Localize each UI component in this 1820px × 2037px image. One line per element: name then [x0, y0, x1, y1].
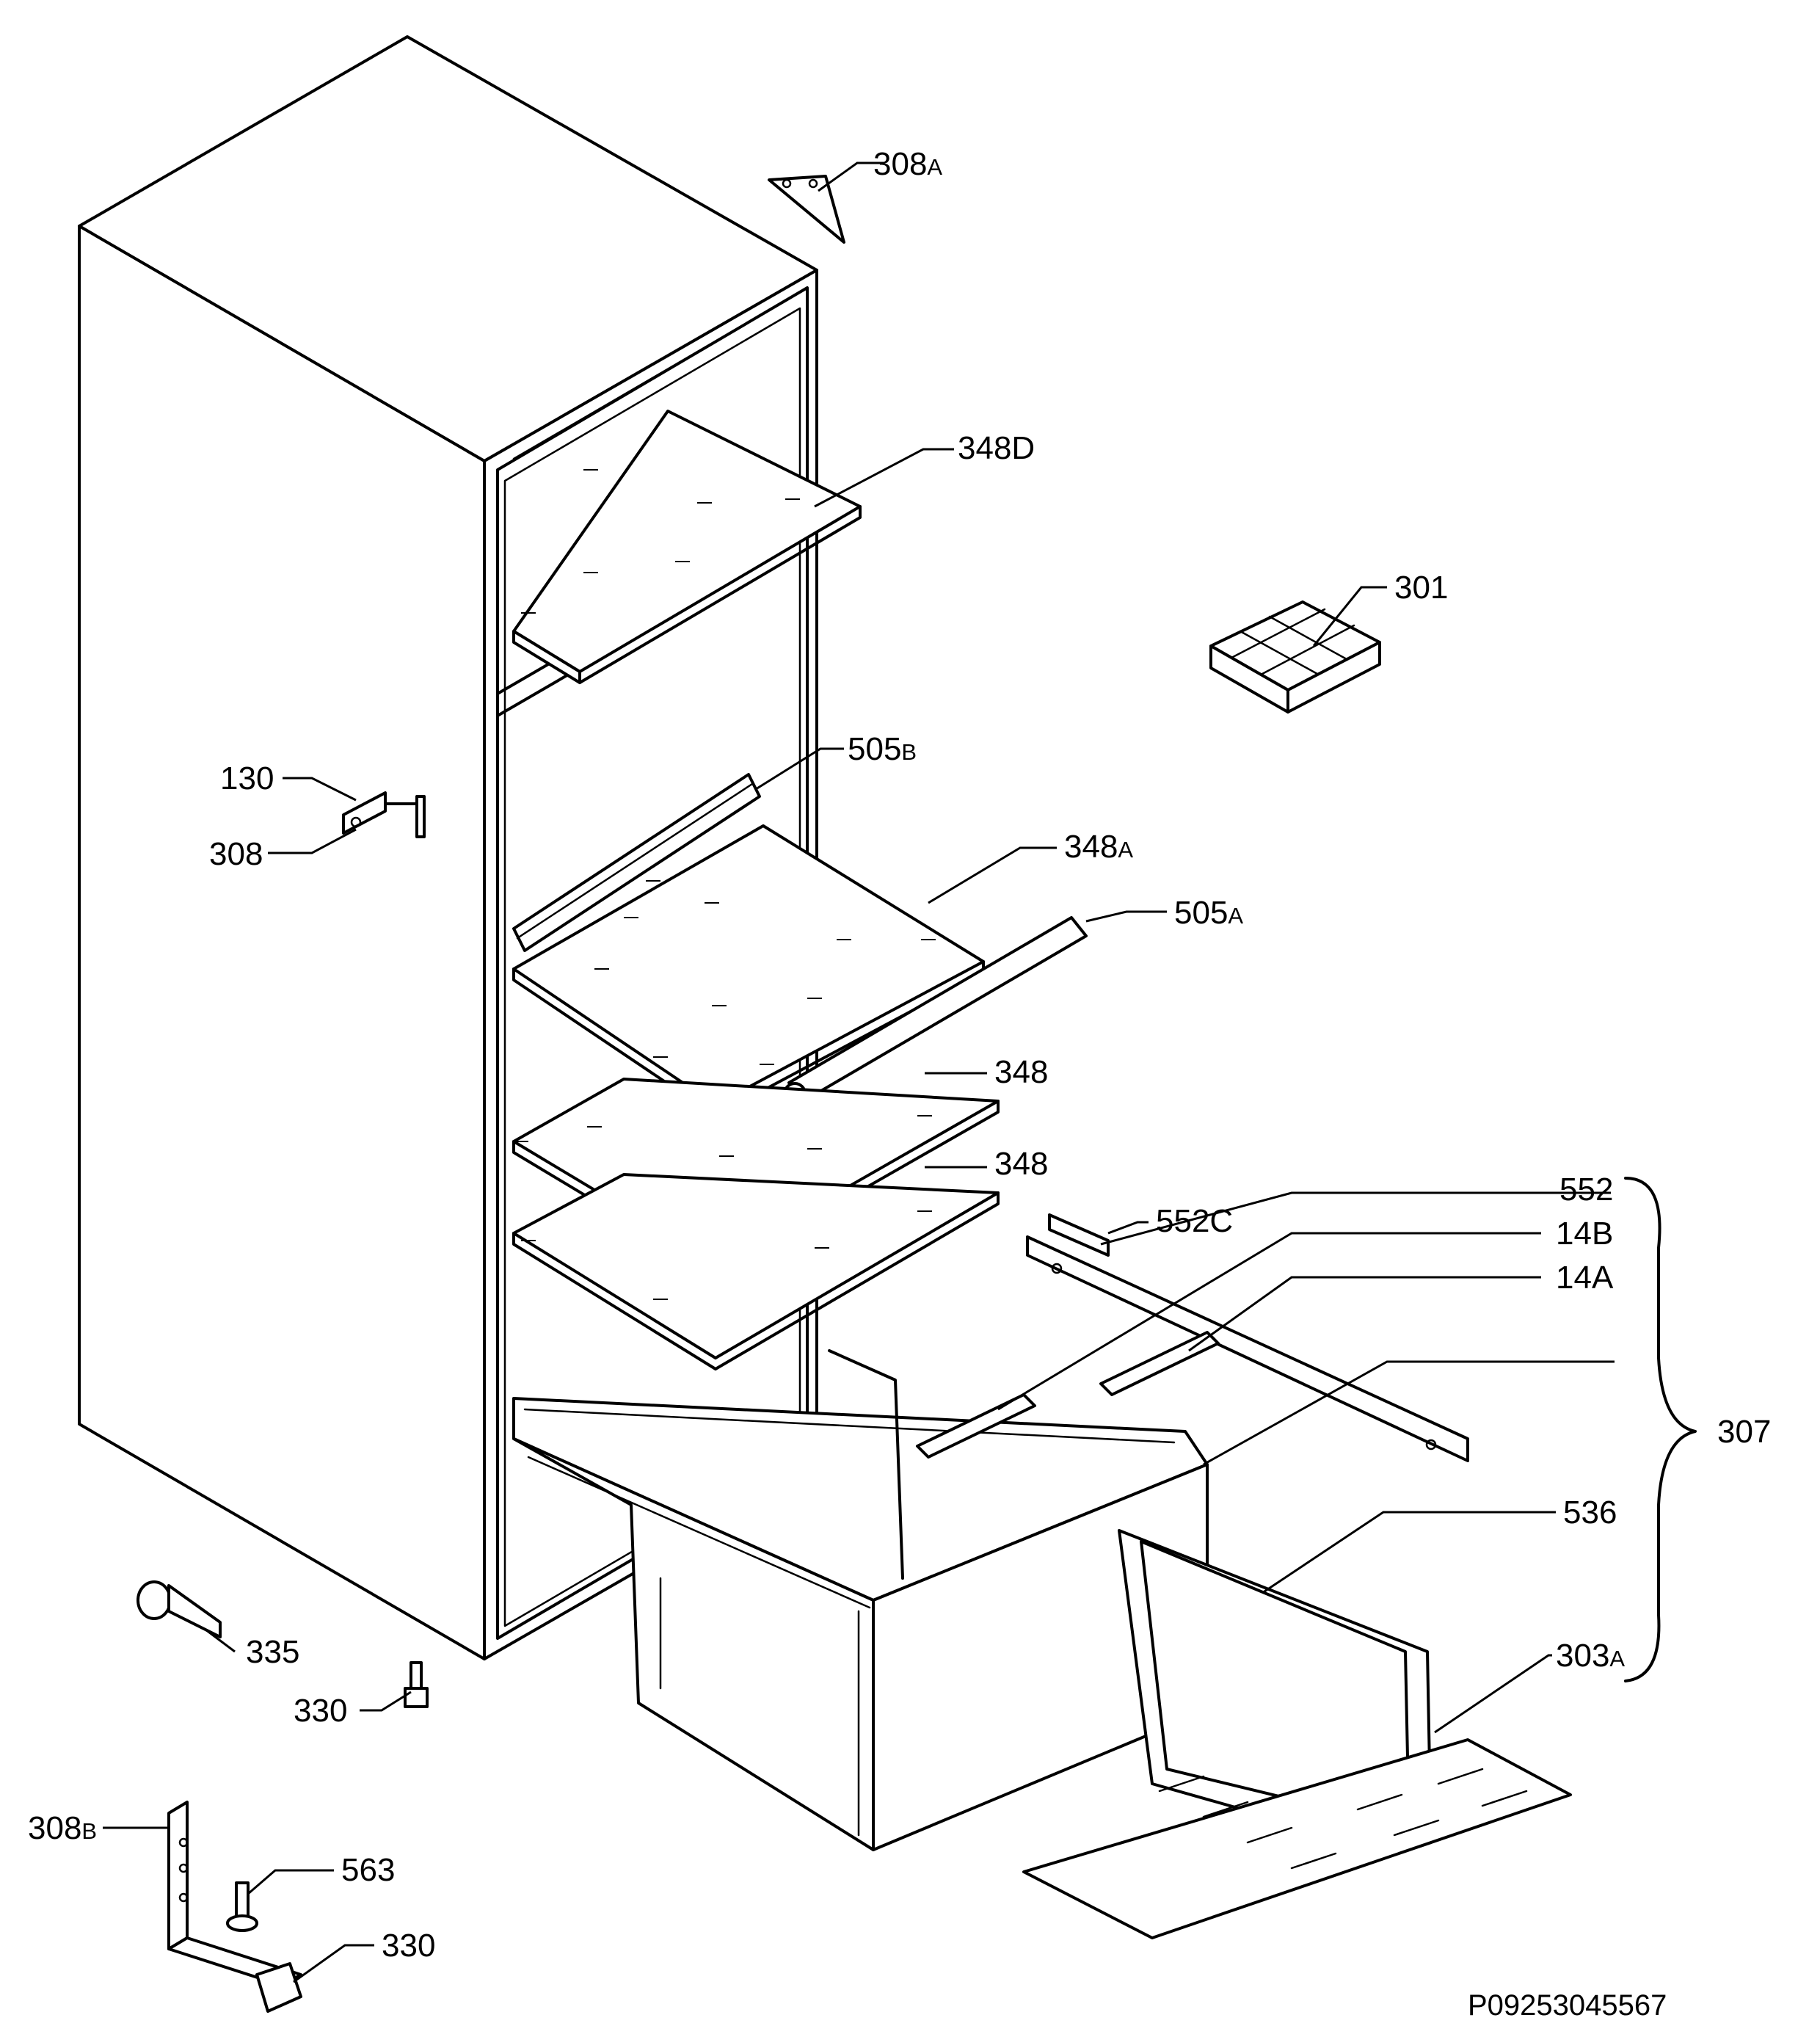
hinge-335 [136, 1580, 222, 1638]
drawer-303a [512, 1349, 1209, 1851]
label-14a: 14A [1556, 1260, 1614, 1296]
label-330-2: 330 [382, 1928, 435, 1964]
drawing-code: P09253045567 [1468, 1989, 1667, 2022]
rail-505b [512, 773, 761, 952]
label-301: 301 [1394, 570, 1448, 606]
callout-labels: 308A 348D 301 505B 130 308 348A 505A 348… [28, 146, 1771, 1964]
label-303a: 303A [1556, 1638, 1625, 1674]
label-130: 130 [220, 760, 274, 796]
label-536: 536 [1563, 1495, 1617, 1531]
label-308a: 308A [873, 146, 942, 182]
bracket-308b [167, 1801, 302, 2013]
screw-330 [404, 1661, 429, 1708]
label-330-1: 330 [294, 1693, 347, 1729]
hinge-130 [342, 791, 426, 838]
label-308: 308 [209, 836, 263, 872]
label-308b: 308B [28, 1810, 97, 1846]
label-505a: 505A [1174, 895, 1243, 931]
label-552: 552 [1559, 1172, 1613, 1208]
label-505b: 505B [848, 731, 917, 767]
ice-tray-301 [1209, 600, 1381, 714]
label-348a: 348A [1064, 829, 1133, 865]
label-348d: 348D [958, 430, 1035, 466]
shelf-348d [512, 410, 862, 684]
label-552c: 552C [1156, 1203, 1233, 1239]
label-563: 563 [341, 1852, 395, 1888]
hinge-308a [768, 175, 845, 244]
clip-14b [916, 1393, 1036, 1459]
label-307: 307 [1717, 1414, 1771, 1450]
label-335: 335 [246, 1634, 299, 1670]
clip-14a [1099, 1331, 1220, 1396]
cover-plate [1022, 1738, 1572, 1939]
label-348-2: 348 [994, 1146, 1048, 1182]
label-348-1: 348 [994, 1054, 1048, 1090]
label-14b: 14B [1556, 1216, 1613, 1252]
shelf-348-lower [512, 1173, 1000, 1370]
leader-lines [103, 161, 1615, 1983]
rail-552 [1026, 1213, 1469, 1462]
group-brace-307 [1624, 1177, 1697, 1682]
